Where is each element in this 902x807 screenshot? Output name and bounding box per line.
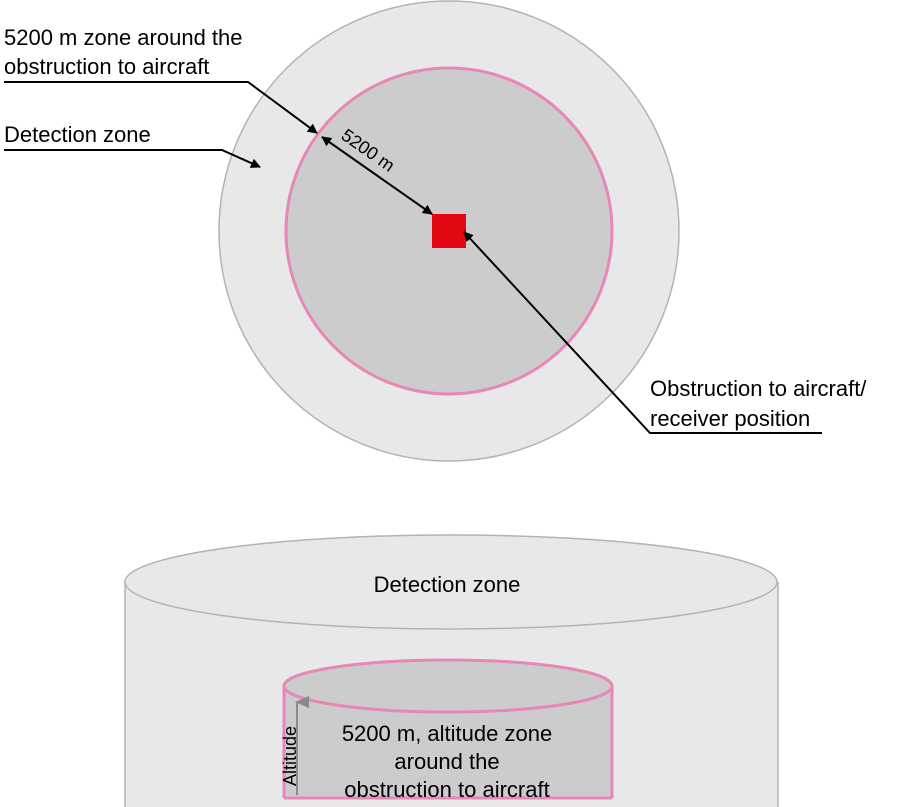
inner-zone-label-line3: obstruction to aircraft: [344, 777, 549, 802]
zone-label-line2: obstruction to aircraft: [4, 54, 209, 79]
obstruction-label-line1: Obstruction to aircraft/: [650, 376, 867, 401]
zone-leader-arrow-icon: [4, 81, 318, 134]
inner-zone-label-line2: around the: [394, 749, 499, 774]
top-view: 5200 m 5200 m zone around the obstructio…: [4, 0, 867, 462]
obstruction-marker-icon: [432, 214, 466, 248]
detection-label-side: Detection zone: [374, 572, 521, 597]
obstruction-cylinder-top: [282, 658, 614, 714]
inner-zone-label-line1: 5200 m, altitude zone: [342, 721, 552, 746]
obstruction-label-line2: receiver position: [650, 406, 810, 431]
altitude-label: Altitude: [280, 726, 300, 786]
zone-label-line1: 5200 m zone around the: [4, 25, 243, 50]
detection-label-top: Detection zone: [4, 122, 151, 147]
side-view: Detection zone Altitude 5200 m, altitude…: [124, 534, 779, 807]
detection-cylinder-top: [124, 534, 778, 630]
obstruction-leader-arrow-icon: [463, 231, 822, 434]
detection-leader-arrow-icon: [4, 149, 261, 168]
obstruction-cylinder-body: [284, 687, 612, 798]
radius-arrow-icon: [321, 136, 433, 215]
